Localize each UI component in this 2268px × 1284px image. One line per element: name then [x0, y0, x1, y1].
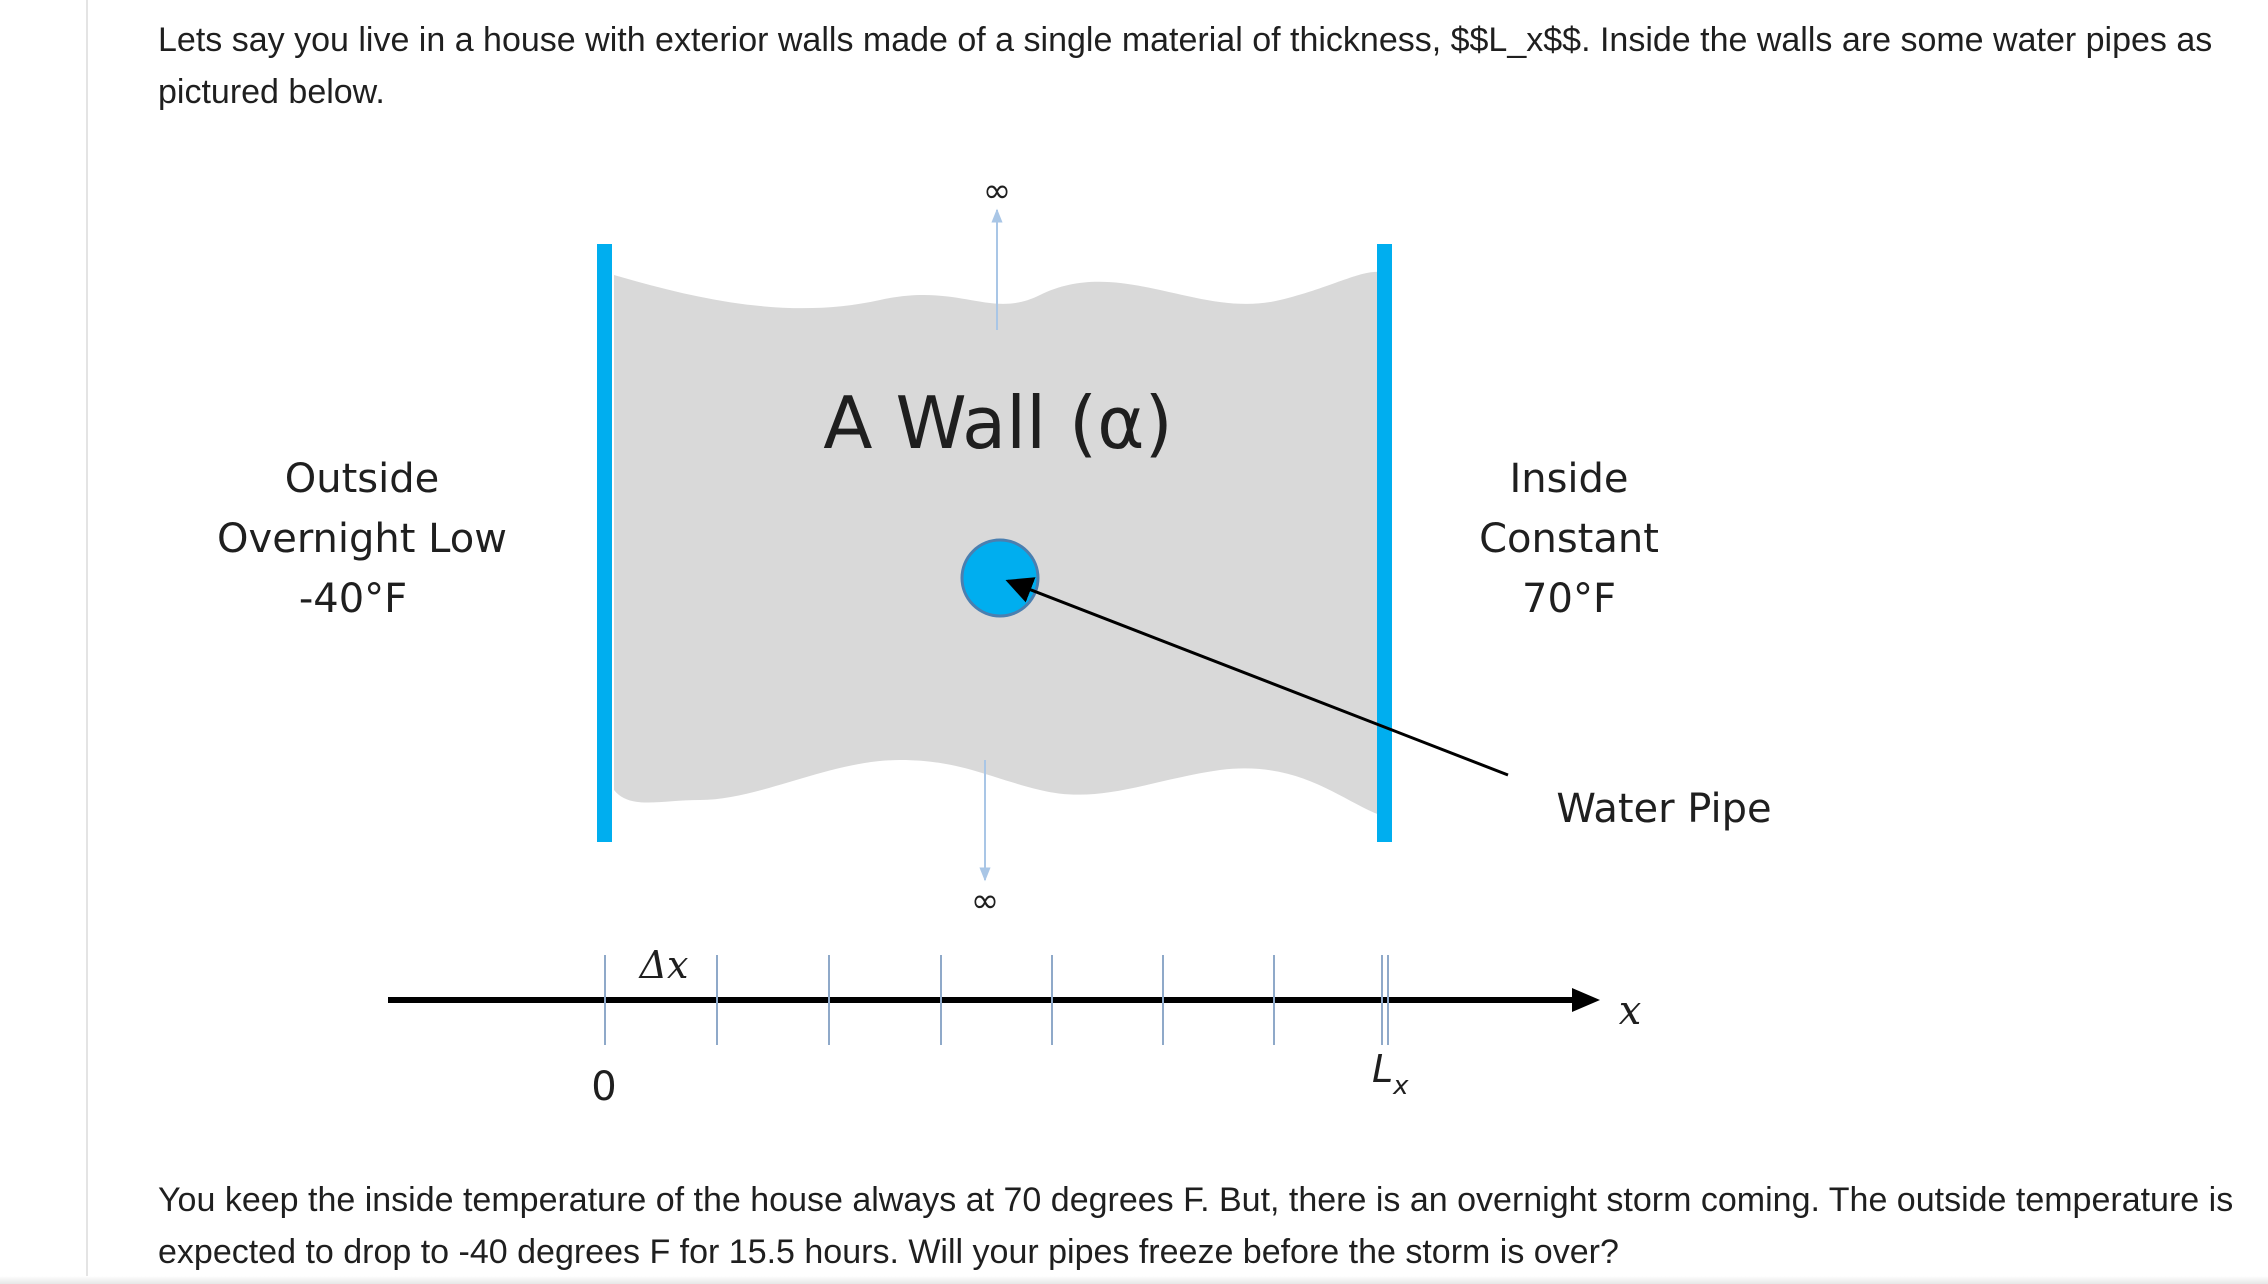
followup-paragraph: You keep the inside temperature of the h… [158, 1181, 2234, 1271]
grid-ticks [604, 955, 1389, 1045]
axis-variable-label: x [1619, 988, 1642, 1034]
x-axis-arrowhead [1572, 988, 1600, 1012]
constant-label: Constant [1479, 516, 1659, 562]
wall-title: A Wall (α) [823, 381, 1172, 465]
infinity-top-label: ∞ [983, 171, 1011, 211]
bottom-shadow [0, 1276, 2268, 1284]
inside-temp-label: 70°F [1522, 576, 1616, 622]
inside-boundary [1377, 244, 1392, 842]
axis-end-subscript: x [1392, 1071, 1409, 1101]
inside-label: Inside [1509, 456, 1628, 502]
pipe-pointer-arrow [1005, 577, 1509, 777]
delta-x-label: Δx [638, 943, 689, 987]
intro-paragraph: Lets say you live in a house with exteri… [158, 21, 2213, 111]
content-cell [86, 0, 2268, 1284]
outside-temp-label: -40°F [299, 576, 407, 622]
pipe-label: Water Pipe [1556, 786, 1771, 832]
axis-zero-label: 0 [591, 1064, 616, 1110]
water-pipe-icon [960, 538, 1040, 618]
overnight-low-label: Overnight Low [217, 516, 507, 562]
infinity-bottom-label: ∞ [971, 881, 999, 921]
outside-boundary [597, 244, 612, 842]
outside-label: Outside [285, 456, 439, 502]
axis-end-label: Lx [1372, 1047, 1409, 1101]
axis-end-base: L [1372, 1047, 1393, 1091]
